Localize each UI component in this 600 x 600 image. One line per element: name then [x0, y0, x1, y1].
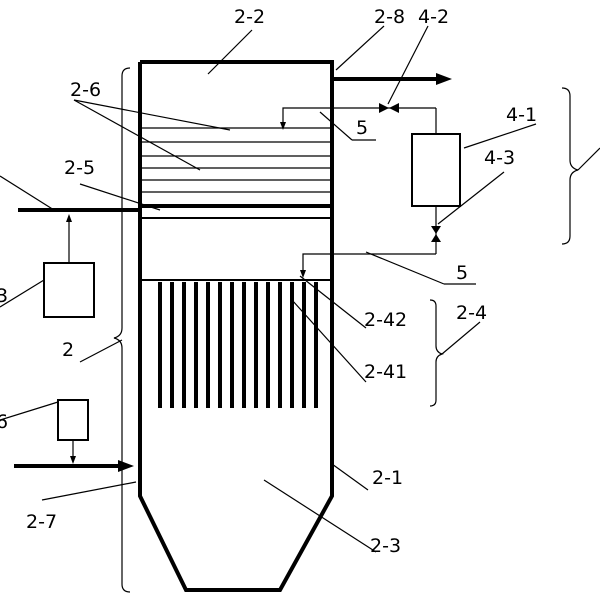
label-2-6: 2-6 [70, 79, 101, 101]
label-2-8: 2-8 [374, 6, 405, 28]
bracket-2-4 [429, 299, 444, 407]
label-2-5: 2-5 [64, 157, 95, 179]
dosing-feed-arrowhead [70, 456, 76, 464]
label-2-1: 2-1 [372, 467, 403, 489]
label-2-2: 2-2 [234, 6, 265, 28]
dosing-box [57, 399, 89, 441]
label-5-mid: 5 [456, 262, 468, 284]
label-6: 6 [0, 411, 8, 433]
bracket-2 [113, 67, 131, 593]
bracket-4 [561, 87, 579, 245]
bottom-inlet-arrowhead [118, 460, 134, 472]
lower-spray-arrowhead [300, 270, 306, 278]
upper-spray-arrowhead [280, 122, 286, 130]
label-4-1: 4-1 [506, 104, 537, 126]
label-2-3: 2-3 [370, 535, 401, 557]
tank-4-1 [411, 133, 461, 207]
label-4-3: 4-3 [484, 147, 515, 169]
leader-lines [0, 25, 600, 553]
label-2-42: 2-42 [364, 309, 407, 331]
top-outlet-arrowhead [436, 73, 452, 85]
valve-4-3 [431, 226, 441, 242]
label-2-41: 2-41 [364, 361, 407, 383]
label-4-2: 4-2 [418, 6, 449, 28]
lower-spray-line [302, 253, 436, 272]
vessel-wall [138, 60, 334, 592]
label-3: 3 [0, 285, 8, 307]
box-3 [43, 262, 95, 318]
label-2-7: 2-7 [26, 511, 57, 533]
tube-bundle [158, 282, 318, 408]
label-2-4: 2-4 [456, 302, 487, 324]
box-3-arrowhead [66, 214, 72, 222]
valve-4-2 [379, 103, 399, 113]
filter-layers [140, 127, 332, 193]
label-2: 2 [62, 339, 74, 361]
label-5-top: 5 [356, 117, 368, 139]
support-plate [140, 204, 332, 219]
